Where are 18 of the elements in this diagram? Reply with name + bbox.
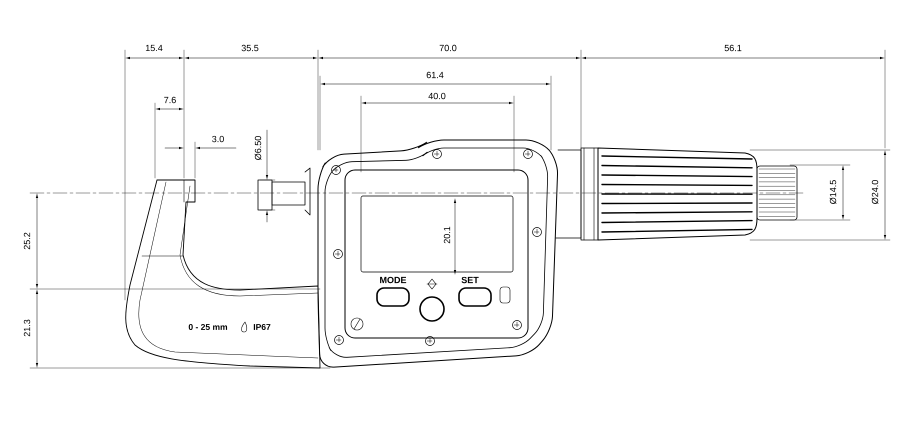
dimension-value: 7.6	[164, 96, 176, 104]
dimension-value: 25.2	[24, 232, 30, 250]
dimension-value: Ø6.50	[254, 136, 262, 160]
dimension-value: 21.3	[24, 320, 30, 336]
dimension-value: 40.0	[428, 92, 446, 100]
dimension-value: Ø24.0	[872, 180, 878, 204]
dimension-value: 35.5	[242, 44, 258, 52]
engraved-text: IP67	[254, 324, 270, 330]
dimension-value: Ø14.5	[830, 180, 836, 204]
button-label: SET	[462, 276, 479, 284]
dimension-value: 70.0	[440, 44, 456, 52]
dimension-value: 3.0	[212, 136, 224, 142]
dimension-value: 61.4	[426, 72, 444, 78]
dimension-value: 56.1	[724, 44, 742, 52]
button-label: MODE	[380, 276, 406, 284]
dimension-value: 15.4	[146, 44, 162, 52]
engraved-text: 0 - 25 mm	[188, 324, 228, 330]
dimension-value: 20.1	[444, 226, 450, 244]
